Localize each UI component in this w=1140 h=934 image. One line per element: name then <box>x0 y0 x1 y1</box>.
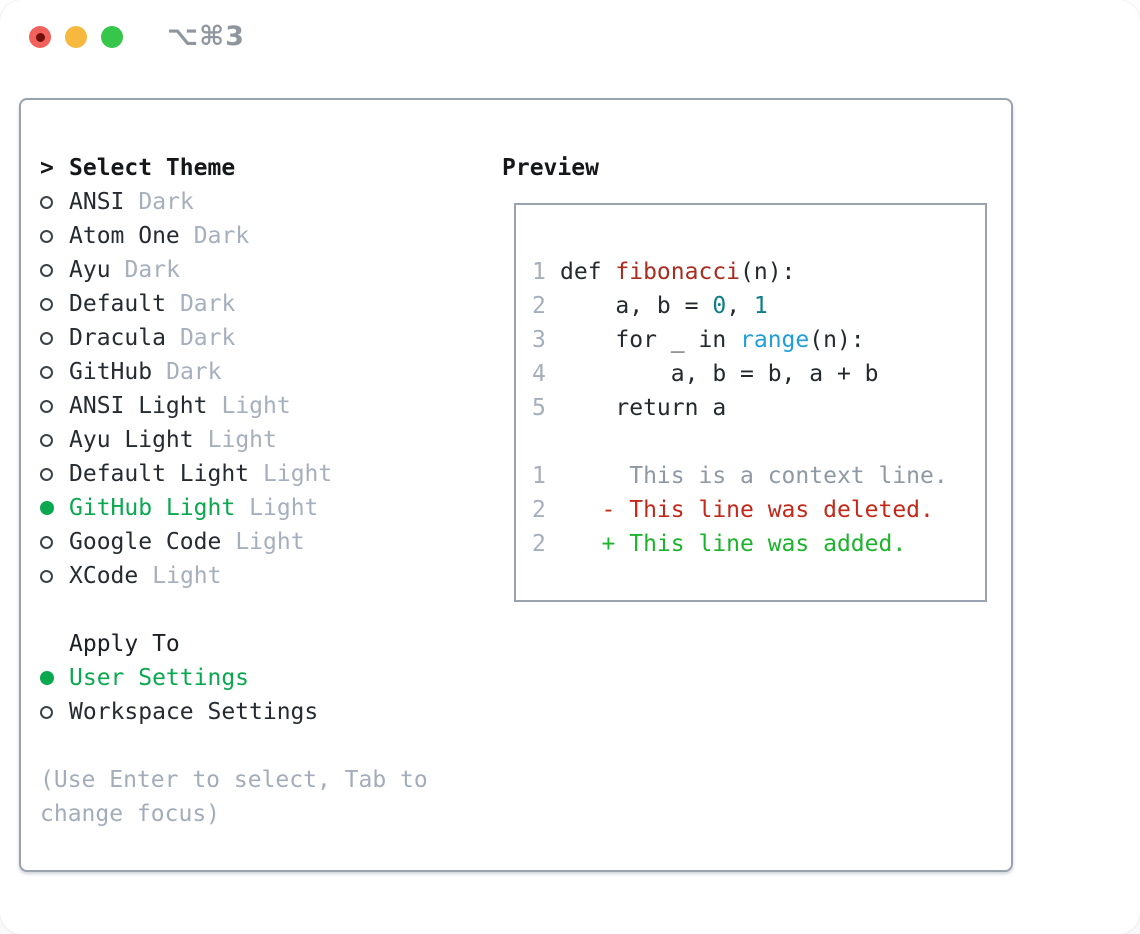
zoom-button[interactable] <box>101 26 123 48</box>
line-number: 1 <box>532 259 546 285</box>
theme-list-title-row: > Select Theme <box>40 151 235 185</box>
radio-unselected-icon <box>40 705 53 719</box>
window-shortcut-label: ⌥⌘3 <box>167 21 245 52</box>
radio-unselected-icon <box>40 399 53 413</box>
help-text-line1: (Use Enter to select, Tab to <box>40 767 428 793</box>
radio-unselected-icon <box>40 195 53 209</box>
line-number: 1 <box>532 463 546 489</box>
apply-to-title-row: Apply To <box>40 627 180 661</box>
diff-added-line: 2 + This line was added. <box>532 531 907 557</box>
radio-selected-icon <box>40 501 54 515</box>
titlebar: ⌥⌘3 <box>0 0 1140 76</box>
line-number: 4 <box>532 361 546 387</box>
line-number: 2 <box>532 497 546 523</box>
code-line: 5 return a <box>532 395 727 421</box>
line-number: 5 <box>532 395 546 421</box>
radio-unselected-icon <box>40 331 53 345</box>
preview-title-row: Preview <box>502 151 599 185</box>
minimize-button[interactable] <box>65 26 87 48</box>
apply-option-workspace-settings[interactable]: Workspace Settings <box>40 695 318 729</box>
number-token: 0 <box>712 293 727 319</box>
line-number: 2 <box>532 293 546 319</box>
close-dot-icon <box>35 32 45 42</box>
diff-context-line: 1 This is a context line. <box>532 463 948 489</box>
apply-to-title: Apply To <box>69 631 180 657</box>
builtin-token: range <box>740 327 810 353</box>
function-token: fibonacci <box>615 259 741 285</box>
close-button[interactable] <box>29 26 51 48</box>
code-line: 3 for _ in range(n): <box>532 327 865 353</box>
line-number: 2 <box>532 531 546 557</box>
theme-list-title: Select Theme <box>69 155 236 181</box>
radio-selected-icon <box>40 671 54 685</box>
line-number: 3 <box>532 327 546 353</box>
radio-unselected-icon <box>40 535 53 549</box>
radio-unselected-icon <box>40 467 53 481</box>
code-line: 2 a, b = 0, 1 <box>532 293 768 319</box>
radio-unselected-icon <box>40 569 53 583</box>
radio-unselected-icon <box>40 263 53 277</box>
radio-unselected-icon <box>40 365 53 379</box>
diff-deleted-line: 2 - This line was deleted. <box>532 497 934 523</box>
preview-title: Preview <box>502 155 599 181</box>
help-text-line2: change focus) <box>40 801 221 827</box>
radio-unselected-icon <box>40 433 53 447</box>
apply-option-user-settings[interactable]: User Settings <box>40 661 249 695</box>
number-token: 1 <box>753 293 768 319</box>
radio-unselected-icon <box>40 229 53 243</box>
code-line: 4 a, b = b, a + b <box>532 361 879 387</box>
radio-unselected-icon <box>40 297 53 311</box>
prompt-caret-icon: > <box>40 155 54 181</box>
